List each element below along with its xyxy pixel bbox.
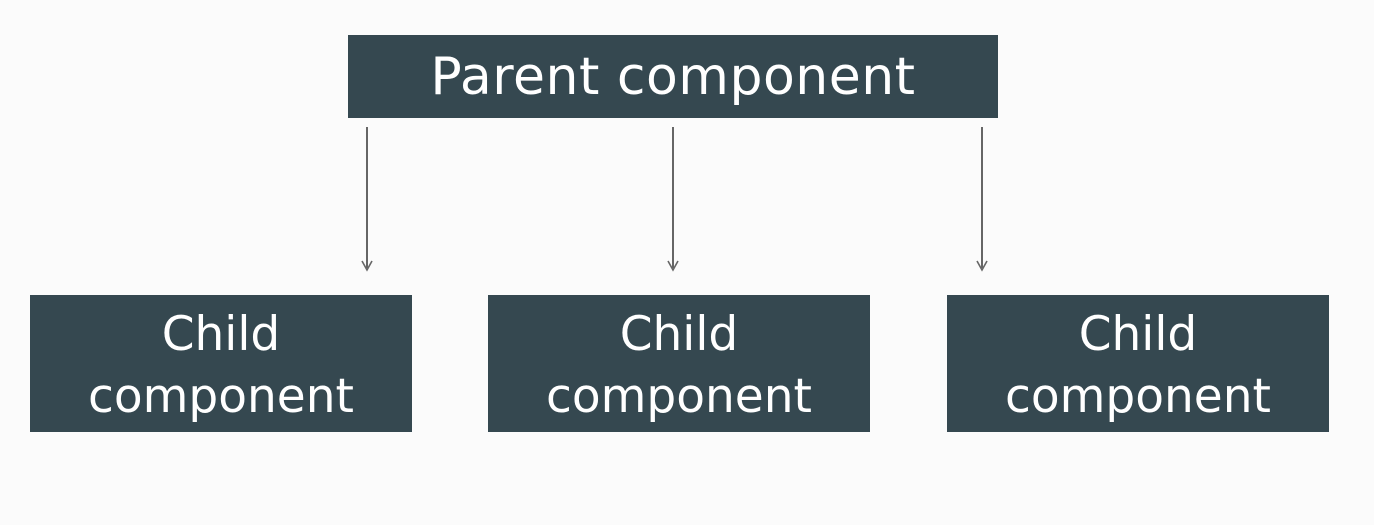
arrow-to-child-2 (667, 127, 679, 272)
child-component-box-3: Child component (947, 295, 1329, 432)
child-label-line1: Child (161, 306, 281, 362)
child-label-line2: component (1005, 368, 1271, 424)
child-label-line2: component (88, 368, 354, 424)
child-label-line1: Child (1078, 306, 1198, 362)
parent-component-label: Parent component (430, 46, 916, 107)
arrow-to-child-3 (976, 127, 988, 272)
child-component-box-2: Child component (488, 295, 870, 432)
child-label-line2: component (546, 368, 812, 424)
child-component-label-1: Child component (88, 304, 354, 428)
arrow-to-child-1 (361, 127, 373, 272)
child-component-label-3: Child component (1005, 304, 1271, 428)
child-label-line1: Child (619, 306, 739, 362)
child-component-box-1: Child component (30, 295, 412, 432)
child-component-label-2: Child component (546, 304, 812, 428)
parent-component-box: Parent component (348, 35, 998, 118)
